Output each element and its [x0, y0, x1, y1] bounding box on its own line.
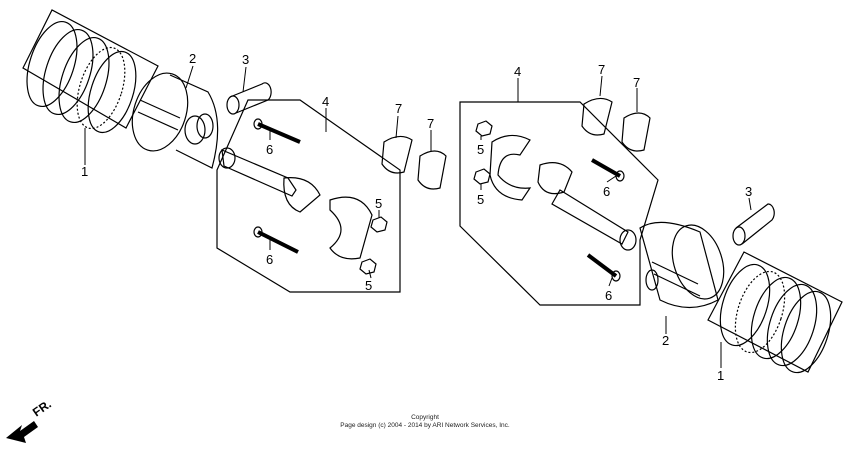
piston-right — [639, 221, 725, 309]
bearing-left — [381, 135, 447, 190]
rod-assembly-box-left — [216, 99, 401, 293]
piston-pin-right — [732, 203, 775, 246]
callout-right-5b: 5 — [477, 192, 484, 207]
connecting-rod-left — [218, 147, 321, 213]
rod-assembly-box-right — [459, 101, 659, 306]
callout-left-3: 3 — [242, 52, 249, 67]
callout-right-6b: 6 — [605, 288, 612, 303]
rod-bolt-right — [586, 158, 625, 282]
rod-nut-left — [359, 216, 388, 275]
leader-lines — [84, 65, 752, 368]
piston-ring-set-left — [22, 9, 159, 134]
piston-pin-left — [226, 82, 272, 115]
rod-bolt-left — [253, 118, 301, 254]
callout-right-7a: 7 — [598, 62, 605, 77]
piston-left — [131, 72, 219, 169]
callout-right-2: 2 — [662, 333, 669, 348]
callout-right-3: 3 — [745, 184, 752, 199]
callout-right-5a: 5 — [477, 142, 484, 157]
piston-ring-set-right — [707, 251, 843, 374]
connecting-rod-right — [537, 162, 637, 251]
callout-left-7a: 7 — [395, 101, 402, 116]
callout-right-1: 1 — [717, 368, 724, 383]
callout-left-1: 1 — [81, 164, 88, 179]
copyright-title: Copyright — [411, 414, 439, 421]
callout-left-6a: 6 — [266, 142, 273, 157]
callout-left-6b: 6 — [266, 252, 273, 267]
rod-cap-left — [329, 196, 373, 260]
rod-nut-right — [473, 120, 493, 185]
callout-right-6a: 6 — [603, 184, 610, 199]
copyright-notice: Page design (c) 2004 - 2014 by ARI Netwo… — [340, 422, 510, 429]
callout-left-5a: 5 — [375, 196, 382, 211]
callout-right-4: 4 — [514, 64, 521, 79]
callout-left-2: 2 — [189, 51, 196, 66]
callout-right-7b: 7 — [633, 75, 640, 90]
rod-cap-right — [489, 134, 532, 201]
callout-left-5b: 5 — [365, 278, 372, 293]
callout-left-7b: 7 — [427, 116, 434, 131]
bearing-right — [581, 97, 651, 152]
callout-left-4: 4 — [322, 94, 329, 109]
front-direction-arrow-icon — [6, 421, 38, 443]
